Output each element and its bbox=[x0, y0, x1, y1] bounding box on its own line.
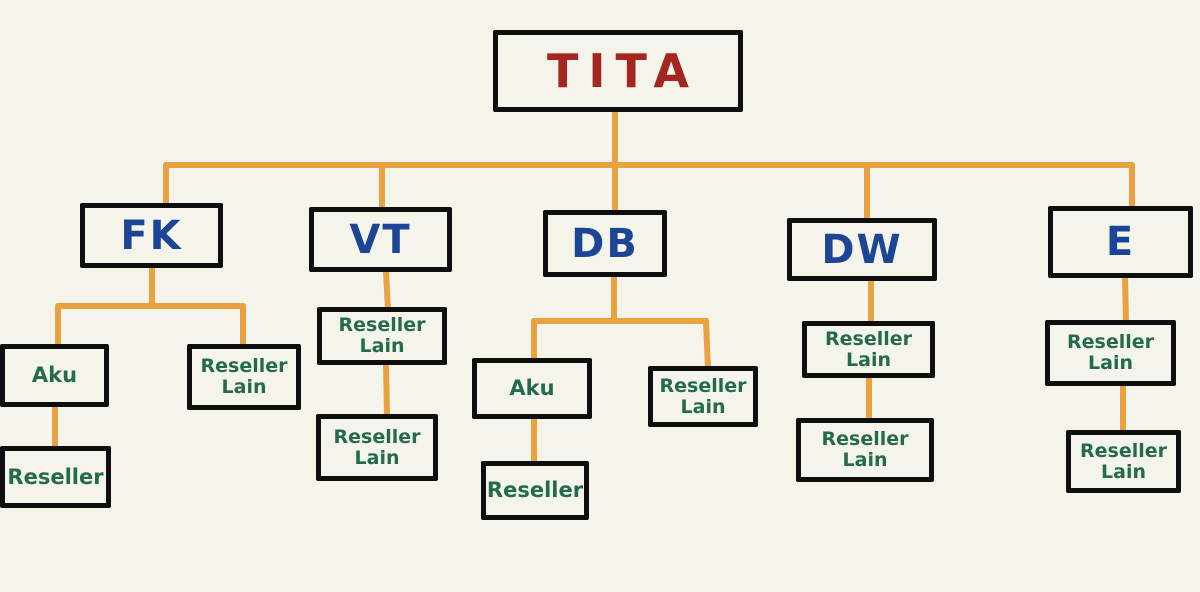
leaf-node-fk-reseller-lain: Reseller Lain bbox=[187, 344, 301, 410]
leaf-node-db-reseller-lain: Reseller Lain bbox=[648, 366, 758, 427]
leaf-node-dw-2: Reseller Lain bbox=[796, 418, 934, 482]
branch-label-fk: FK bbox=[120, 212, 183, 259]
branch-node-dw: DW bbox=[787, 218, 937, 281]
leaf-node-fk-aku-reseller: Reseller bbox=[0, 446, 111, 508]
branch-node-db: DB bbox=[543, 210, 667, 277]
connector-vt-chain bbox=[383, 361, 390, 419]
leaf-label-fk-aku: Aku bbox=[31, 363, 78, 387]
leaf-label-dw-2: Reseller Lain bbox=[821, 428, 909, 471]
leaf-label-e-1: Reseller Lain bbox=[1067, 331, 1154, 374]
root-node: TITA bbox=[493, 30, 743, 112]
leaf-node-e-2: Reseller Lain bbox=[1066, 430, 1181, 493]
branch-label-vt: VT bbox=[349, 216, 412, 263]
leaf-label-db-aku: Aku bbox=[509, 376, 555, 400]
branch-label-db: DB bbox=[571, 220, 639, 267]
connector-e-trunk bbox=[1122, 274, 1129, 325]
branch-node-vt: VT bbox=[309, 207, 452, 272]
leaf-node-fk-aku: Aku bbox=[0, 344, 109, 407]
leaf-label-vt-2: Reseller Lain bbox=[333, 425, 421, 469]
leaf-node-e-1: Reseller Lain bbox=[1045, 320, 1176, 386]
leaf-node-dw-1: Reseller Lain bbox=[802, 321, 935, 378]
leaf-label-db-reseller-lain: Reseller Lain bbox=[659, 374, 747, 418]
leaf-node-db-aku: Aku bbox=[472, 358, 592, 419]
leaf-label-vt-1: Reseller Lain bbox=[338, 314, 426, 357]
branch-label-dw: DW bbox=[821, 226, 903, 273]
leaf-node-vt-2: Reseller Lain bbox=[316, 414, 438, 481]
branch-label-e: E bbox=[1105, 219, 1136, 265]
leaf-node-vt-1: Reseller Lain bbox=[317, 307, 447, 365]
leaf-label-dw-1: Reseller Lain bbox=[825, 327, 912, 371]
connector-db-right-drop bbox=[703, 318, 711, 371]
root-label: TITA bbox=[547, 44, 699, 98]
branch-node-fk: FK bbox=[80, 203, 223, 268]
branch-node-e: E bbox=[1048, 206, 1193, 278]
connector-vt-trunk bbox=[383, 268, 391, 313]
leaf-label-fk-reseller-lain: Reseller Lain bbox=[200, 355, 288, 398]
leaf-label-fk-aku-reseller: Reseller bbox=[7, 464, 104, 489]
leaf-node-db-aku-reseller: Reseller bbox=[481, 461, 589, 520]
leaf-label-db-aku-reseller: Reseller bbox=[486, 478, 584, 502]
leaf-label-e-2: Reseller Lain bbox=[1080, 439, 1167, 483]
